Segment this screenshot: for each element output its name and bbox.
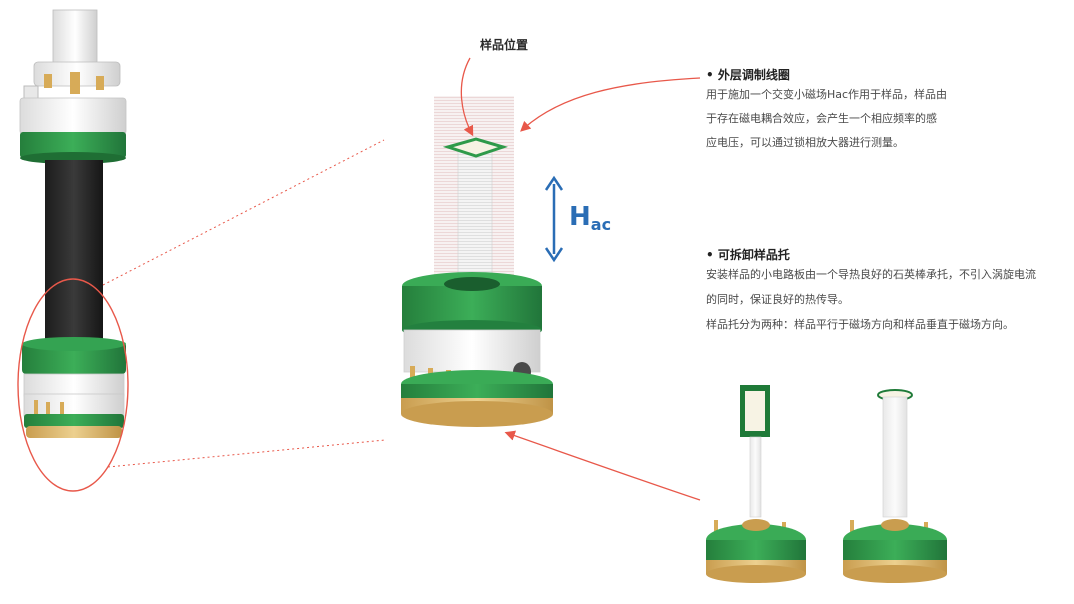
upper-flange-green	[20, 132, 126, 158]
gold-pin	[46, 402, 50, 416]
coil-description-line: 于存在磁电耦合效应，会产生一个相应频率的感	[706, 112, 937, 125]
quartz-rod	[882, 396, 908, 518]
holder-description-line: 的同时，保证良好的热传导。	[706, 293, 849, 306]
brass-screw	[44, 74, 52, 88]
lower-module-white-body	[23, 393, 125, 417]
coil-heading-text: 外层调制线圈	[717, 68, 790, 82]
full-probe-assembly	[17, 9, 129, 492]
holder-section-heading: • 可拆卸样品托	[706, 248, 790, 262]
holder-description-line: 安装样品的小电路板由一个导热良好的石英棒承托，不引入涡旋电流	[706, 268, 1036, 281]
field-direction-arrow	[544, 175, 564, 263]
brass-screw	[70, 72, 80, 94]
black-carbon-rod	[45, 160, 103, 348]
lower-module-white-band	[23, 373, 125, 397]
zoom-guide-line	[107, 439, 386, 468]
zoom-base-green	[401, 384, 553, 400]
coil-description-line: 用于施加一个交变小磁场Hac作用于样品，样品由	[706, 88, 948, 101]
holder-callout-arrow	[504, 430, 701, 501]
brass-screw	[96, 76, 104, 90]
holder-heading-text: 可拆卸样品托	[717, 248, 790, 262]
zoomed-sample-module	[401, 96, 553, 427]
top-white-tube	[52, 9, 98, 69]
quartz-rod	[749, 436, 762, 518]
sample-holder-parallel	[706, 385, 806, 583]
hac-field-label: Hac	[569, 204, 611, 238]
sample-plate	[442, 137, 508, 158]
gold-pin	[34, 400, 38, 416]
sample-position-arrow	[460, 57, 474, 137]
gold-pin	[60, 402, 64, 416]
coil-section-heading: • 外层调制线圈	[706, 68, 790, 82]
hac-subscript: ac	[590, 215, 612, 234]
lower-base-gold	[26, 426, 122, 438]
upper-flange-white	[19, 97, 127, 135]
zoom-guide-line	[102, 139, 385, 286]
hac-main-letter: H	[569, 202, 591, 232]
coil-callout-arrow	[520, 77, 701, 132]
sample-holder-perpendicular	[843, 389, 947, 583]
lower-base-green	[24, 414, 124, 428]
quartz-rod	[457, 149, 493, 291]
highlight-circle	[17, 278, 129, 492]
sample-position-label: 样品位置	[480, 38, 529, 52]
coil-description-line: 应电压，可以通过锁相放大器进行测量。	[706, 136, 904, 149]
holder-description-line: 样品托分为两种：样品平行于磁场方向和样品垂直于磁场方向。	[706, 318, 1014, 331]
